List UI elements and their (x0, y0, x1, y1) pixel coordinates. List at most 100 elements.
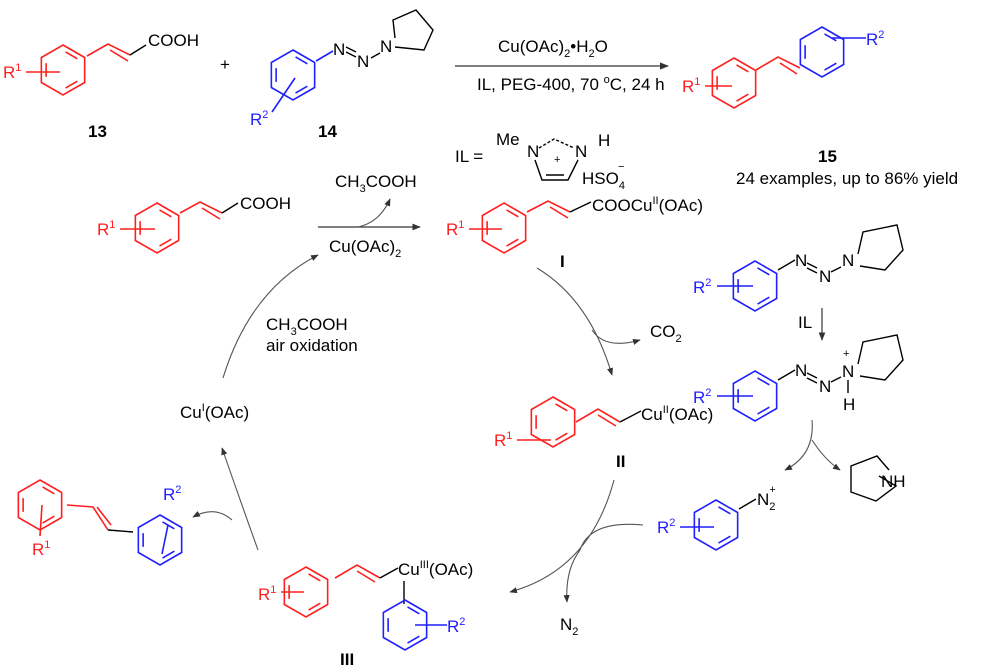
reactant-13: R1 COOH 13 (3, 31, 199, 141)
r2-substituent: R2 (163, 484, 181, 504)
pyrrolidine-ring-icon (857, 334, 904, 381)
regen-label-line2: air oxidation (266, 336, 358, 355)
intermediate-II: R1 CuII(OAc) II (494, 396, 713, 471)
r1-substituent: R1 (446, 219, 464, 239)
nitrogen-atom: N (333, 40, 345, 59)
double-bond (42, 486, 55, 495)
benzene-ring-icon (382, 599, 428, 651)
double-bond (159, 209, 172, 218)
regen-label-line1: CH3COOH (266, 315, 348, 338)
copper-I-species: CuI(OAc) (180, 402, 249, 422)
r2-substituent: R2 (866, 29, 884, 49)
double-bond (555, 403, 568, 412)
main-reaction-arrow: Cu(OAc)2•H2O IL, PEG-400, 70 oC, 24 h (455, 37, 669, 94)
nh-label: NH (881, 472, 906, 491)
r1-substituent: R1 (97, 219, 115, 239)
r1-substituent: R1 (682, 76, 700, 96)
yield-note: 24 examples, up to 86% yield (736, 169, 958, 188)
step1-arrow: CH3COOH Cu(OAc)2 (318, 172, 421, 260)
double-bond (308, 602, 321, 611)
benzene-ring-icon (481, 202, 527, 254)
double-bond (757, 406, 770, 415)
methyl-label: Me (496, 130, 520, 149)
regeneration-arrow: CH3COOH air oxidation (222, 254, 358, 379)
nitrogen-atom: N (795, 251, 807, 270)
conditions-label: IL, PEG-400, 70 oC, 24 h (477, 74, 665, 94)
pyrrolidine-ring-icon (850, 455, 898, 502)
r1-substituent: R1 (258, 584, 276, 604)
copper-I-label: CuI(OAc) (180, 402, 249, 422)
anion-label: HSO4− (582, 161, 625, 192)
nitrogen-atom: N (575, 142, 587, 161)
double-bond (757, 377, 770, 386)
double-bond (162, 550, 175, 559)
r1-substituent: R1 (494, 430, 512, 450)
hydrogen-atom: H (598, 131, 610, 150)
r2-substituent: R2 (447, 616, 465, 636)
compound-label-15: 15 (818, 147, 837, 166)
nitrogen-atom: N (527, 142, 539, 161)
coupling-arrows: N2 (509, 479, 644, 638)
double-bond (65, 80, 78, 89)
double-bond (718, 535, 731, 544)
copper-III-group: CuIII(OAc) (398, 559, 473, 579)
ionic-liquid-structure: IL = Me N N H + HSO4− (455, 130, 625, 192)
pyrrolidine: NH (850, 455, 906, 502)
diazonium-group: N2+ (757, 484, 776, 513)
double-bond (736, 64, 749, 73)
double-bond (295, 85, 308, 94)
benzene-ring-icon (270, 49, 316, 101)
nitrogen-atom: N (842, 362, 854, 381)
reductive-elimination-arrows (192, 447, 259, 551)
r2-substituent: R2 (250, 109, 268, 129)
nitrogen-atom: N (819, 377, 831, 396)
r2-substituent: R2 (693, 277, 711, 297)
benzene-ring-icon (17, 479, 63, 531)
benzene-ring-icon (40, 44, 86, 96)
carboxylate-copper-group: COOCuII(OAc) (592, 195, 703, 215)
benzene-ring-icon (711, 57, 757, 109)
double-bond (824, 62, 837, 71)
intermediate-label-I: I (560, 252, 565, 271)
r1-substituent: R1 (32, 539, 50, 559)
double-bond (308, 573, 321, 582)
benzene-ring-icon (530, 396, 576, 448)
decarboxylation-arrow: CO2 (536, 267, 682, 376)
nitrogen-atom: N (380, 37, 392, 56)
triazene-reactant: R2 N N N (693, 224, 904, 312)
pyrrolidine-ring-icon (392, 9, 434, 51)
nitrogen-atom: N (357, 52, 369, 71)
double-bond (736, 93, 749, 102)
benzene-ring-icon (799, 26, 845, 78)
double-bond (65, 51, 78, 60)
double-bond (295, 56, 308, 65)
copper-acetate-reagent: Cu(OAc)2 (329, 237, 401, 260)
stilbene-product: R1 R2 (17, 479, 183, 566)
cooh-group: COOH (240, 194, 291, 213)
benzene-ring-icon (134, 202, 180, 254)
intermediate-label-II: II (616, 452, 625, 471)
charge-plus: + (554, 154, 560, 166)
n2-byproduct: N2 (560, 615, 578, 638)
benzene-ring-icon (283, 566, 329, 618)
double-bond (555, 432, 568, 441)
benzene-ring-icon (693, 499, 739, 551)
nitrogen-atom: N (819, 267, 831, 286)
acetic-acid-byproduct: CH3COOH (335, 172, 417, 195)
benzene-ring-icon (137, 514, 183, 566)
il-prefix: IL = (455, 147, 483, 166)
intermediate-label-III: III (340, 650, 354, 669)
reactant-14: R2 N N N 14 (250, 9, 434, 141)
compound-label-14: 14 (318, 122, 337, 141)
double-bond (718, 506, 731, 515)
nitrogen-atom: N (842, 251, 854, 270)
compound-label-13: 13 (88, 122, 107, 141)
r1-substituent: R1 (3, 62, 21, 82)
double-bond (407, 635, 420, 644)
protonated-triazene: R2 N N N + H (693, 334, 904, 422)
reagent-label: Cu(OAc)2•H2O (498, 37, 608, 60)
fragmentation-arrows (784, 419, 841, 471)
double-bond (407, 606, 420, 615)
r2-substituent: R2 (693, 387, 711, 407)
